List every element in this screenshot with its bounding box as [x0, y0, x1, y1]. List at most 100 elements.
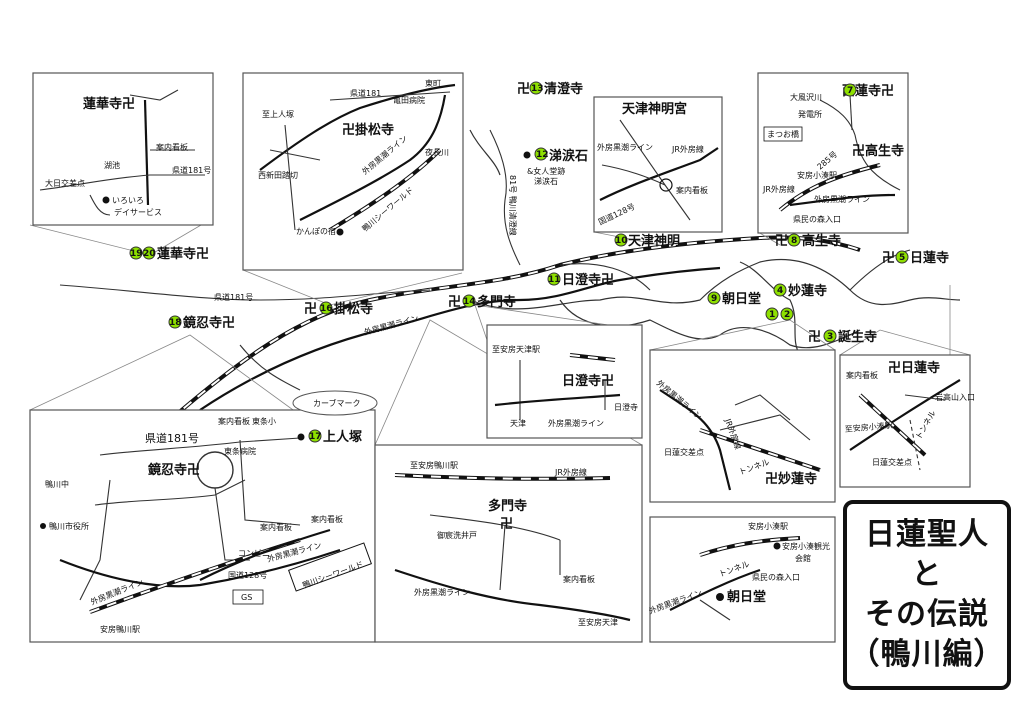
inset-kakematsu-l3: 亀田病院	[393, 95, 425, 105]
site-teirui-label: 涕涙石	[549, 148, 588, 164]
inset-tamon-title: 多門寺	[488, 498, 527, 514]
inset-renge-l2: いろいろ	[112, 196, 144, 205]
inset-sairen-l8: 外房黒潮ライン	[814, 194, 870, 204]
inset-kyonin-l7: 鴨川中	[45, 479, 69, 489]
inset-renge-l4: 湖池	[104, 160, 120, 170]
inset-renge-l1: 大日交差点	[45, 178, 85, 188]
inset-shinmei-l2: JR外房線	[671, 144, 704, 154]
inset-kyonin-l17: 安房鴨川駅	[100, 624, 140, 634]
inset-kyonin-l12: 国道128号	[228, 570, 267, 580]
inset-kyonin-l4: 上人塚	[323, 429, 362, 445]
title-panel: 日蓮聖人 と その伝説 （鴨川編）	[843, 500, 1011, 690]
inset-kakematsu-l1: 県道181	[350, 88, 381, 98]
svg-text:卍: 卍	[601, 273, 614, 288]
inset-shinmei-l4: 案内看板	[676, 185, 708, 195]
road-pref181-label: 県道181号	[214, 292, 253, 302]
inset-sairen-l6: JR外房線	[762, 184, 795, 194]
inset-kyonin-l1: カーブマーク	[313, 398, 361, 408]
svg-text:12: 12	[536, 150, 549, 160]
inset-sairen-l5: 卍高生寺	[852, 143, 904, 159]
inset-shinmei-title: 天津神明宮	[622, 101, 687, 117]
svg-text:卍: 卍	[304, 302, 317, 317]
inset-tamon-l5: 外房黒潮ライン	[414, 587, 470, 597]
inset-nichicho-title: 日澄寺卍	[562, 373, 614, 389]
inset-kyonin-l5: 県道181号	[145, 431, 199, 445]
title-line-2: と	[911, 557, 943, 592]
site-seicho-label: 卍清澄寺	[517, 81, 583, 97]
inset-nichiren-l2: 岩高山入口	[935, 392, 975, 402]
inset-nichicho: 至安房天津駅 日澄寺卍 天津 外房黒潮ライン 日澄寺	[486, 324, 643, 439]
inset-kyonin-l6: 東条病院	[224, 446, 256, 456]
title-line-4: （鴨川編）	[849, 637, 1005, 672]
inset-nichiren-l5: 日蓮交差点	[872, 457, 912, 467]
svg-text:19: 19	[130, 249, 143, 259]
svg-text:卍: 卍	[808, 330, 821, 345]
svg-text:13: 13	[531, 84, 544, 94]
inset-kakematsu-l4: 至上人塚	[262, 110, 294, 119]
inset-kyonin-l2: 案内看板	[218, 416, 250, 426]
inset-nichicho-l1: 至安房天津駅	[492, 344, 540, 354]
inset-kyonin-l8: 鴨川市役所	[49, 521, 89, 531]
inset-tamon: 至安房鴨川駅 JR外房線 多門寺 卍 御宸洗井戸 案内看板 外房黒潮ライン 至安…	[374, 444, 643, 643]
site-asahi: 朝日堂	[722, 291, 761, 307]
inset-renge-title: 蓮華寺卍	[83, 96, 135, 112]
inset-tamon-l4: 案内看板	[563, 574, 595, 584]
inset-tamon-l1: 至安房鴨川駅	[410, 460, 458, 470]
inset-tamon-mark: 卍	[500, 517, 513, 532]
inset-asahi-l2: 安房小湊観光	[782, 541, 830, 551]
site-renge: 蓮華寺	[157, 246, 196, 262]
inset-nichiren-title: 卍日蓮寺	[888, 360, 940, 376]
inset-kakematsu-l2: 東町	[425, 78, 441, 88]
inset-tamon-l3: 御宸洗井戸	[437, 530, 477, 540]
svg-text:14: 14	[463, 297, 476, 307]
inset-nichicho-l2: 天津	[510, 418, 526, 428]
svg-text:7: 7	[847, 86, 853, 96]
site-myoren: 妙蓮寺	[788, 283, 827, 299]
inset-kyonin-title: 鏡忍寺卍	[148, 462, 200, 478]
site-nichiren: 日蓮寺	[910, 250, 949, 266]
inset-renge-l6: 県道181号	[172, 165, 211, 175]
inset-nichicho-l3: 外房黒潮ライン	[548, 418, 604, 428]
site-kyonin: 鏡忍寺	[183, 315, 222, 331]
inset-kakematsu-l9: かんぽの宿	[296, 226, 336, 236]
site-tanjo: 誕生寺	[838, 329, 877, 345]
road-81-label: 81号 鴨川清澄線	[508, 175, 518, 236]
inset-shinmei: 天津神明宮 外房黒潮ライン JR外房線 国道128号 案内看板	[593, 96, 723, 233]
inset-sairen-l9: 県民の森入口	[793, 214, 841, 224]
inset-kakematsu-l7: 夜長川	[425, 147, 449, 157]
svg-text:9: 9	[711, 294, 717, 304]
inset-nichicho-l4: 日澄寺	[614, 402, 638, 412]
inset-sairen-l7: 安房小湊駅	[797, 170, 837, 180]
inset-myoren-l2: 日蓮交差点	[664, 447, 704, 457]
svg-text:卍: 卍	[222, 316, 235, 331]
inset-nichiren-l1: 案内看板	[846, 370, 878, 380]
site-nichicho: 日澄寺	[562, 272, 601, 288]
inset-myoren: 外房黒潮ライン 日蓮交差点 トンネル 卍妙蓮寺 JR外房線	[649, 349, 836, 503]
inset-tamon-l6: 至安房天津	[578, 617, 618, 627]
inset-asahi-l1: 安房小湊駅	[748, 521, 788, 531]
inset-nichiren-l3: 至安房小湊駅	[844, 420, 893, 434]
site-teirui-l3: 涕涙石	[534, 176, 558, 186]
inset-seicho: 卍清澄寺 13 12 涕涙石 &女人堂跡 涕涙石 81号 鴨川清澄線	[508, 81, 588, 236]
inset-kyonin-l3: 東条小	[252, 416, 276, 426]
inset-kyonin-l11: コンビニ	[238, 549, 270, 558]
main-map-lines	[59, 129, 961, 422]
svg-text:卍: 卍	[448, 295, 461, 310]
inset-kyonin-l9: 案内看板	[260, 522, 292, 532]
inset-renge: 蓮華寺卍 大日交差点 いろいろ デイサービス 湖池 案内看板 県道181号	[32, 72, 214, 226]
title-line-1: 日蓮聖人	[865, 517, 989, 552]
inset-sairen-l3: まつお橋	[767, 129, 799, 139]
inset-asahi-l4: 県民の森入口	[752, 572, 800, 582]
svg-text:18: 18	[169, 318, 182, 328]
inset-asahi: 安房小湊駅 安房小湊観光 会館 県民の森入口 外房黒潮ライン トンネル 朝日堂	[647, 516, 836, 643]
title-line-3: その伝説	[865, 597, 989, 632]
svg-text:卍: 卍	[775, 234, 788, 249]
svg-text:卍: 卍	[882, 251, 895, 266]
inset-renge-l5: 案内看板	[156, 142, 188, 152]
svg-text:3: 3	[827, 332, 833, 342]
inset-myoren-l4: 卍妙蓮寺	[765, 471, 817, 487]
inset-tamon-l2: JR外房線	[554, 467, 587, 477]
svg-text:16: 16	[320, 304, 333, 314]
inset-nichiren: 卍日蓮寺 案内看板 岩高山入口 至安房小湊駅 トンネル 日蓮交差点	[839, 354, 975, 488]
